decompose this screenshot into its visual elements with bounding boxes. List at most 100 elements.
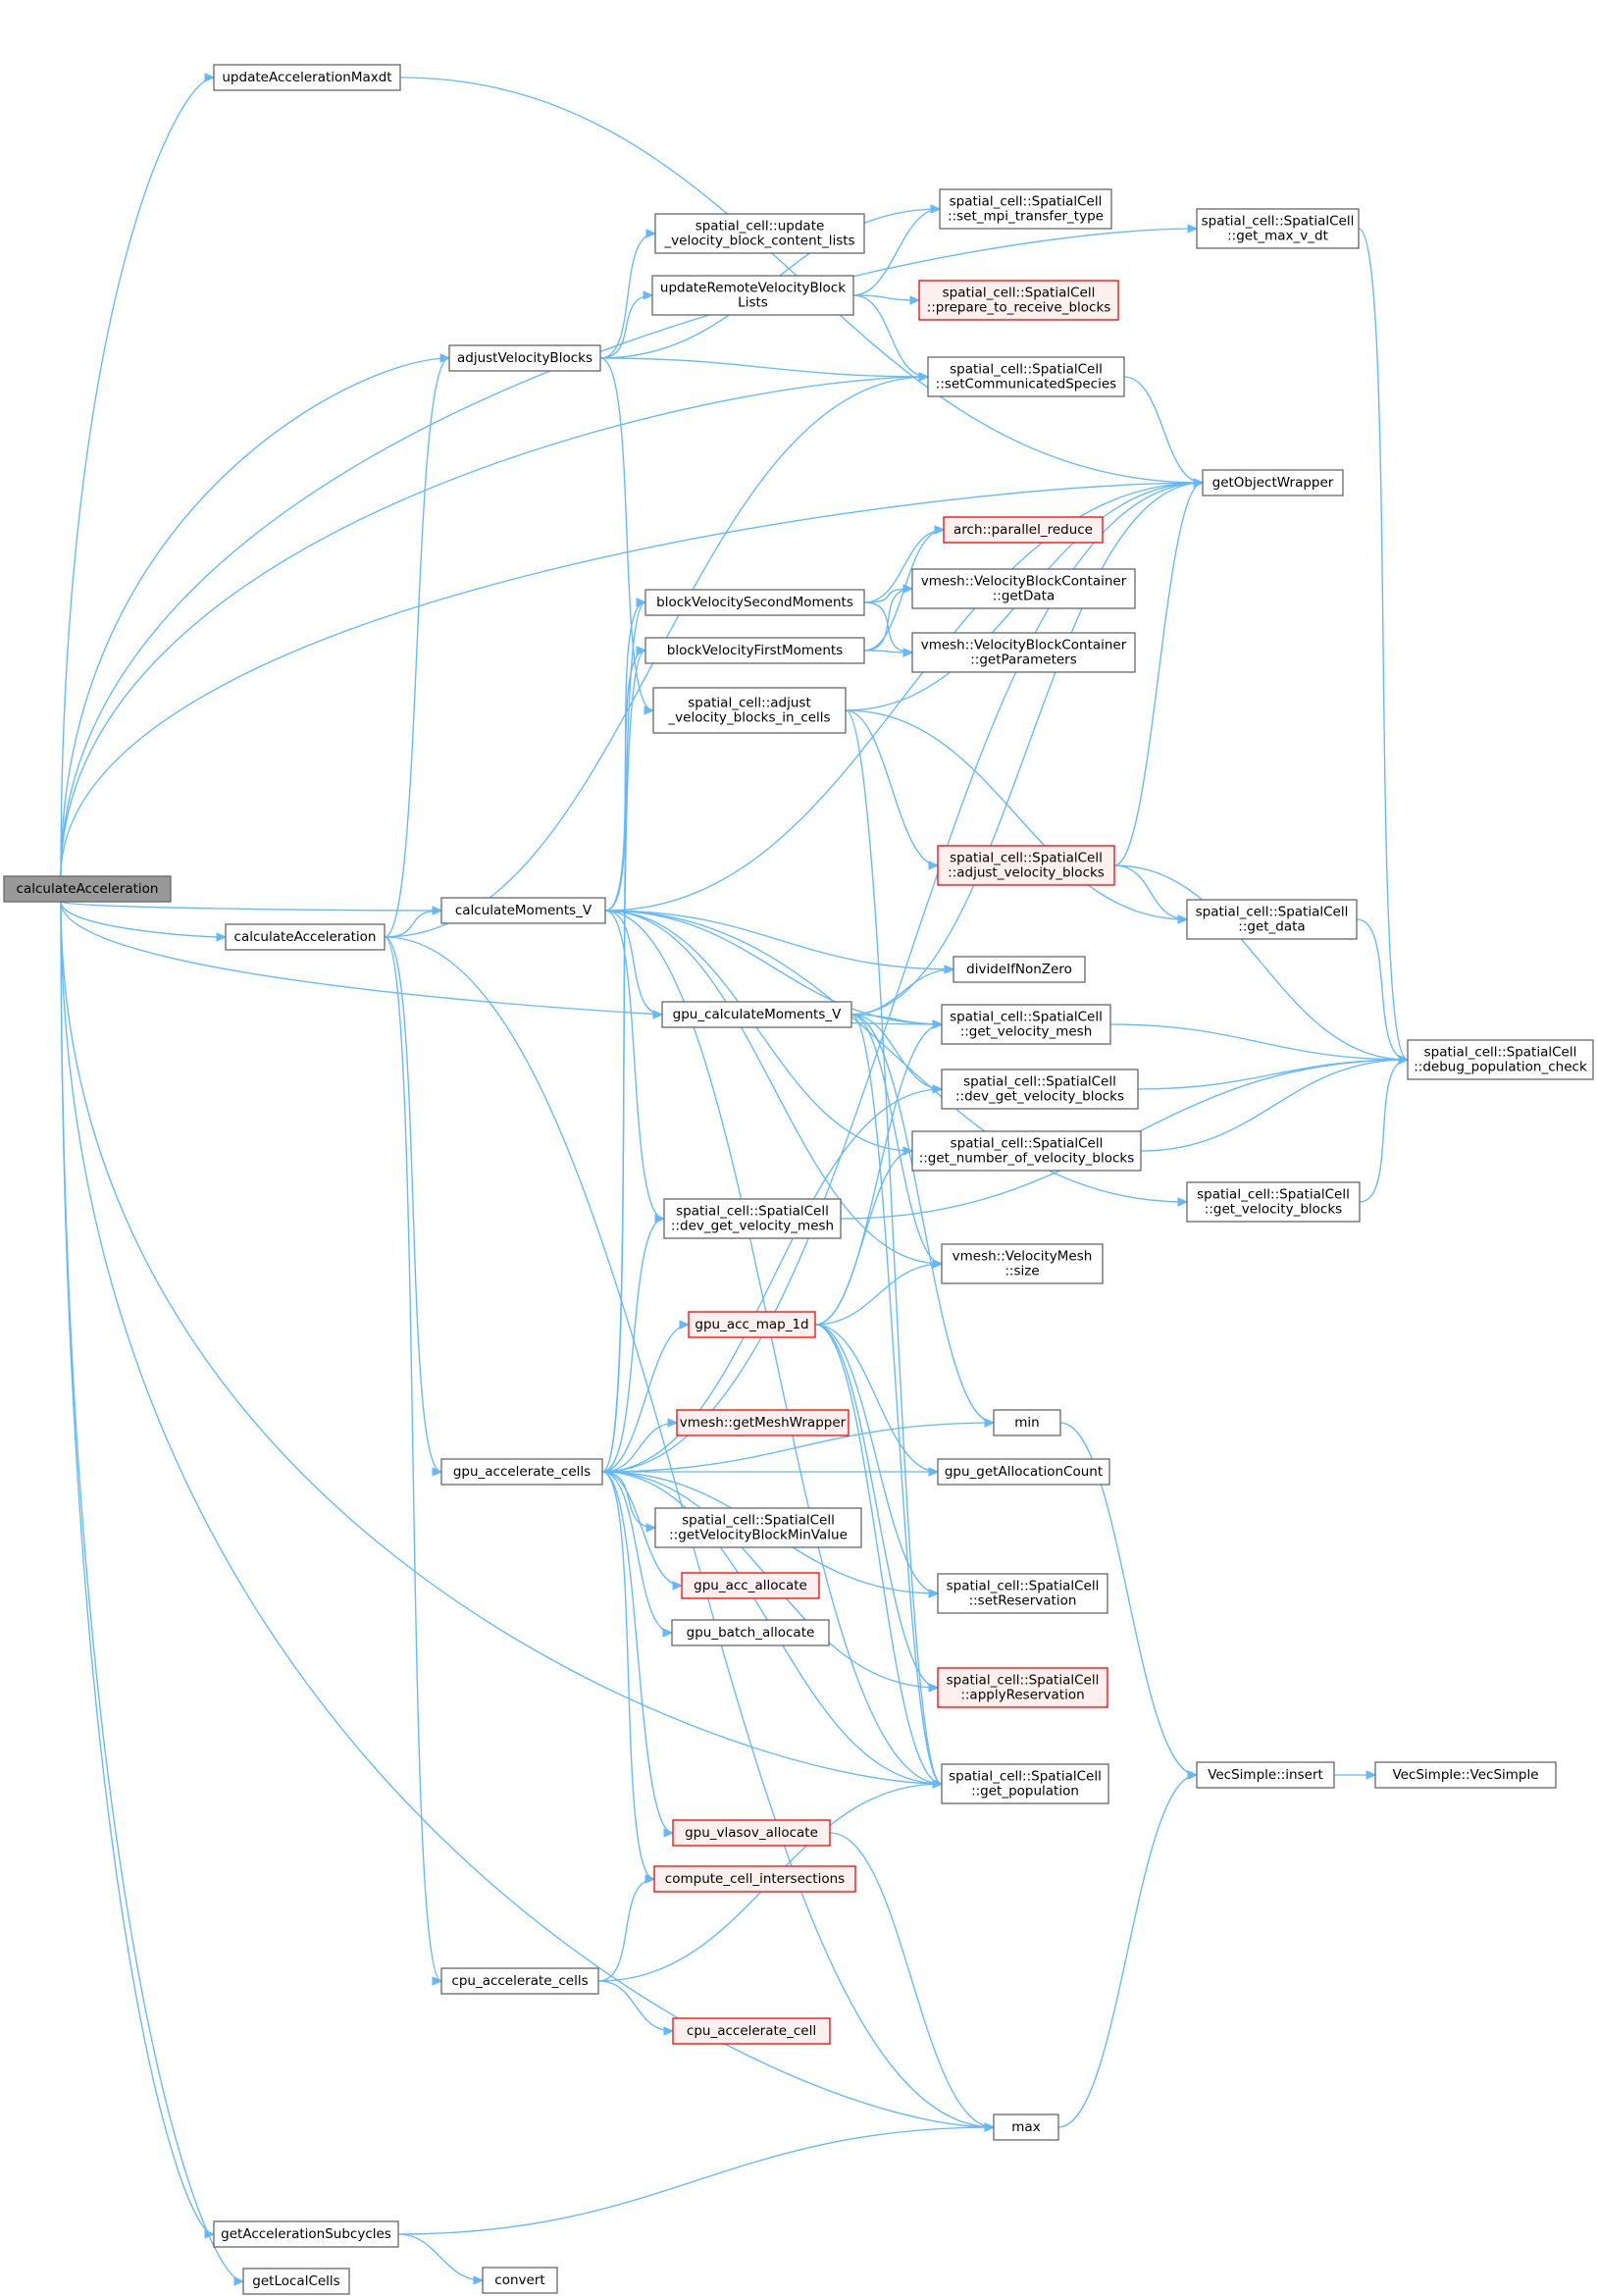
node-box[interactable] xyxy=(653,1865,856,1893)
node-set-comm[interactable]: spatial_cell::SpatialCell::setCommunicat… xyxy=(927,356,1125,397)
node-box[interactable] xyxy=(663,1198,842,1239)
node-debug-pop[interactable]: spatial_cell::SpatialCell::debug_populat… xyxy=(1407,1039,1594,1080)
node-get-acc-sub[interactable]: getAccelerationSubcycles xyxy=(213,2220,399,2248)
node-box[interactable] xyxy=(672,1819,831,1847)
node-get-mesh-wrap[interactable]: vmesh::getMeshWrapper xyxy=(676,1409,850,1436)
node-apply-reserv[interactable]: spatial_cell::SpatialCell::applyReservat… xyxy=(937,1667,1108,1708)
node-vm-size[interactable]: vmesh::VelocityMesh::size xyxy=(941,1243,1104,1284)
node-box[interactable] xyxy=(937,1667,1108,1708)
node-box[interactable] xyxy=(911,1130,1142,1172)
node-get-vb[interactable]: spatial_cell::SpatialCell::get_velocity_… xyxy=(1186,1181,1361,1223)
node-box[interactable] xyxy=(654,213,865,254)
node-box[interactable] xyxy=(440,897,606,924)
node-vec-simple[interactable]: VecSimple::VecSimple xyxy=(1374,1761,1557,1789)
node-box[interactable] xyxy=(941,1763,1109,1804)
node-gpu-batch[interactable]: gpu_batch_allocate xyxy=(671,1619,830,1646)
node-convert[interactable]: convert xyxy=(482,2267,558,2294)
node-box[interactable] xyxy=(941,1069,1139,1110)
node-box[interactable] xyxy=(941,1004,1111,1045)
node-box[interactable] xyxy=(213,2220,399,2248)
node-bv-first[interactable]: blockVelocityFirstMoments xyxy=(644,637,865,664)
node-par-red[interactable]: arch::parallel_reduce xyxy=(943,516,1104,544)
node-box[interactable] xyxy=(644,589,865,616)
node-box[interactable] xyxy=(242,2268,350,2295)
node-box[interactable] xyxy=(482,2267,558,2294)
node-box[interactable] xyxy=(448,344,601,372)
node-box[interactable] xyxy=(941,1243,1104,1284)
node-box[interactable] xyxy=(672,2017,831,2045)
node-gpu-acc-map[interactable]: gpu_acc_map_1d xyxy=(688,1311,816,1338)
node-adj-vb[interactable]: adjustVelocityBlocks xyxy=(448,344,601,372)
node-calc-mom-v[interactable]: calculateMoments_V xyxy=(440,897,606,924)
node-vec-insert[interactable]: VecSimple::insert xyxy=(1196,1761,1335,1789)
node-box[interactable] xyxy=(939,188,1112,230)
node-get-data[interactable]: spatial_cell::SpatialCell::get_data xyxy=(1186,899,1358,940)
node-adj-vbin-cells[interactable]: spatial_cell::adjust_velocity_blocks_in_… xyxy=(652,687,847,734)
node-min[interactable]: min xyxy=(993,1409,1061,1436)
node-get-num-vb[interactable]: spatial_cell::SpatialCell::get_number_of… xyxy=(911,1130,1142,1172)
node-gpu-acc-alloc[interactable]: gpu_acc_allocate xyxy=(681,1572,820,1599)
node-box[interactable] xyxy=(993,1409,1061,1436)
node-box[interactable] xyxy=(953,956,1086,983)
node-get-local[interactable]: getLocalCells xyxy=(242,2268,350,2295)
node-box[interactable] xyxy=(651,275,854,316)
node-dev-get-vb[interactable]: spatial_cell::SpatialCell::dev_get_veloc… xyxy=(941,1069,1139,1110)
node-set-mpi[interactable]: spatial_cell::SpatialCell::set_mpi_trans… xyxy=(939,188,1112,230)
node-box[interactable] xyxy=(644,637,865,664)
node-cpu-acc-cell[interactable]: cpu_accelerate_cell xyxy=(672,2017,831,2045)
node-box[interactable] xyxy=(1407,1039,1594,1080)
node-upd-acc-max[interactable]: updateAccelerationMaxdt xyxy=(213,64,401,91)
node-box[interactable] xyxy=(440,1458,603,1486)
node-dev-get-vmesh[interactable]: spatial_cell::SpatialCell::dev_get_veloc… xyxy=(663,1198,842,1239)
node-set-reserv[interactable]: spatial_cell::SpatialCell::setReservatio… xyxy=(937,1573,1108,1614)
node-get-pop[interactable]: spatial_cell::SpatialCell::get_populatio… xyxy=(941,1763,1109,1804)
node-gpu-alloc-count[interactable]: gpu_getAllocationCount xyxy=(937,1458,1110,1486)
node-get-max-vdt[interactable]: spatial_cell::SpatialCell::get_max_v_dt xyxy=(1196,208,1360,249)
node-box[interactable] xyxy=(1186,1181,1361,1223)
node-box[interactable] xyxy=(681,1572,820,1599)
node-box[interactable] xyxy=(911,568,1136,609)
node-divide[interactable]: divideIfNonZero xyxy=(953,956,1086,983)
node-box[interactable] xyxy=(3,875,172,903)
node-box[interactable] xyxy=(654,1507,862,1548)
node-vm-get-data[interactable]: vmesh::VelocityBlockContainer::getData xyxy=(911,568,1136,609)
node-box[interactable] xyxy=(1196,1761,1335,1789)
node-bv-second[interactable]: blockVelocitySecondMoments xyxy=(644,589,865,616)
node-box[interactable] xyxy=(1374,1761,1557,1789)
node-box[interactable] xyxy=(943,516,1104,544)
node-get-vmesh[interactable]: spatial_cell::SpatialCell::get_velocity_… xyxy=(941,1004,1111,1045)
node-box[interactable] xyxy=(911,632,1136,673)
node-box[interactable] xyxy=(688,1311,816,1338)
node-box[interactable] xyxy=(937,845,1115,886)
node-max[interactable]: max xyxy=(993,2113,1059,2141)
node-box[interactable] xyxy=(225,923,386,951)
node-gpu-vlasov[interactable]: gpu_vlasov_allocate xyxy=(672,1819,831,1847)
node-calc-acc2[interactable]: calculateAcceleration xyxy=(225,923,386,951)
node-box[interactable] xyxy=(661,1001,852,1028)
node-vm-get-params[interactable]: vmesh::VelocityBlockContainer::getParame… xyxy=(911,632,1136,673)
node-box[interactable] xyxy=(440,1967,599,1995)
node-box[interactable] xyxy=(1186,899,1358,940)
node-sc-adj-vb[interactable]: spatial_cell::SpatialCell::adjust_veloci… xyxy=(937,845,1115,886)
node-box[interactable] xyxy=(213,64,401,91)
node-box[interactable] xyxy=(1202,469,1344,496)
node-box[interactable] xyxy=(937,1573,1108,1614)
node-box[interactable] xyxy=(671,1619,830,1646)
node-box[interactable] xyxy=(927,356,1125,397)
node-gpu-acc-cells[interactable]: gpu_accelerate_cells xyxy=(440,1458,603,1486)
node-upd-vbcl[interactable]: spatial_cell::update_velocity_block_cont… xyxy=(654,213,865,254)
node-compute-cell[interactable]: compute_cell_intersections xyxy=(653,1865,856,1893)
node-box[interactable] xyxy=(918,280,1119,321)
node-box[interactable] xyxy=(993,2113,1059,2141)
node-calc-acc-root[interactable]: calculateAcceleration xyxy=(3,875,172,903)
node-box[interactable] xyxy=(676,1409,850,1436)
node-box[interactable] xyxy=(652,687,847,734)
node-get-obj[interactable]: getObjectWrapper xyxy=(1202,469,1344,496)
node-get-vbmin-val[interactable]: spatial_cell::SpatialCell::getVelocityBl… xyxy=(654,1507,862,1548)
node-box[interactable] xyxy=(1196,208,1360,249)
node-gpu-calc-mom[interactable]: gpu_calculateMoments_V xyxy=(661,1001,852,1028)
node-cpu-acc-cells[interactable]: cpu_accelerate_cells xyxy=(440,1967,599,1995)
node-box[interactable] xyxy=(937,1458,1110,1486)
node-prep-recv[interactable]: spatial_cell::SpatialCell::prepare_to_re… xyxy=(918,280,1119,321)
